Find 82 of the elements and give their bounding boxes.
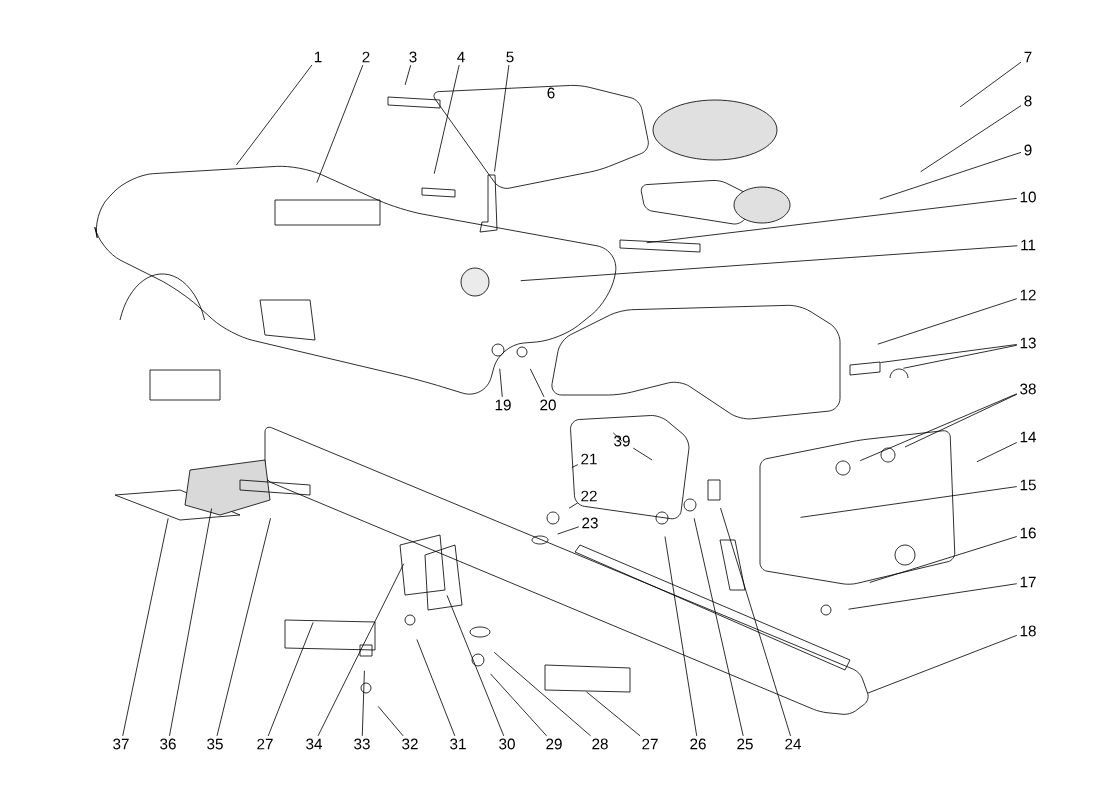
leader-line [267,622,314,737]
leader-line [571,464,579,469]
leader-line [235,64,313,166]
callout-number: 22 [581,490,597,502]
callout-number: 11 [1021,239,1036,251]
callout-number: 7 [1024,51,1032,63]
callout-number: 18 [1020,625,1036,637]
leader-line [568,502,579,509]
callout-number: 30 [499,738,515,750]
callout-number: 25 [737,738,753,750]
callout-number: 29 [546,738,562,750]
leader-line [664,536,698,737]
leader-line [377,705,404,737]
leader-line [446,595,505,737]
callout-number: 36 [160,738,176,750]
callout-number: 27 [257,738,273,750]
leader-line [433,64,460,175]
callout-number: 33 [354,738,370,750]
leader-line [879,151,1022,200]
leader-line [632,447,653,461]
leader-line [404,64,412,86]
callout-number: 1 [314,51,322,63]
callout-number: 35 [207,738,223,750]
leader-line [493,651,591,737]
leader-line [520,245,1018,282]
callout-number: 32 [402,738,418,750]
leader-line [920,105,1022,173]
callout-number: 24 [785,738,802,750]
leader-line [494,64,510,172]
callout-number: 10 [1020,191,1036,203]
callout-number: 37 [113,738,129,750]
callout-number: 16 [1020,527,1036,539]
callout-number: 31 [450,738,466,750]
leader-line [859,393,1018,462]
leader-line [720,507,791,737]
leader-line [869,536,1018,583]
callout-number: 9 [1024,144,1032,156]
leader-line [880,344,1018,363]
callout-number: 17 [1020,576,1036,588]
callout-number: 19 [495,399,511,411]
callout-number: 27 [642,738,658,750]
leader-line [586,691,641,737]
callout-number: 12 [1020,289,1036,301]
leader-line [169,508,212,737]
leader-line [976,442,1018,463]
callout-number: 23 [582,517,598,529]
leader-line [216,517,271,737]
callout-number: 3 [409,51,417,63]
callout-number: 13 [1020,337,1036,349]
callout-number: 21 [581,453,597,465]
callout-number: 28 [592,738,608,750]
callout-number: 2 [362,51,370,63]
leader-line [361,670,365,737]
leader-line [693,517,744,737]
callout-number: 6 [547,87,555,99]
callout-number: 4 [457,51,465,63]
callout-number: 38 [1020,383,1036,395]
leader-line [646,197,1018,244]
leader-line [316,64,364,183]
leader-line [848,583,1018,610]
leader-line [122,517,169,737]
leader-line [317,563,405,737]
leader-line [877,298,1018,345]
callout-number: 5 [506,51,514,63]
leader-line [867,634,1018,694]
leader-line [902,344,1018,369]
callout-number: 26 [690,738,706,750]
callout-number: 8 [1024,95,1032,107]
leader-line [529,368,545,398]
leader-line [959,61,1022,108]
callout-number: 14 [1020,431,1037,443]
leader-line [612,432,623,442]
leader-line [416,639,456,737]
callout-number: 15 [1020,479,1036,491]
leader-line [904,393,1018,448]
callout-number: 20 [540,399,556,411]
leader-line [499,368,503,398]
leader-line [800,486,1018,518]
leader-line [490,673,548,737]
leader-line [557,526,580,535]
callout-number: 34 [306,738,323,750]
callout-number: 39 [614,435,630,447]
